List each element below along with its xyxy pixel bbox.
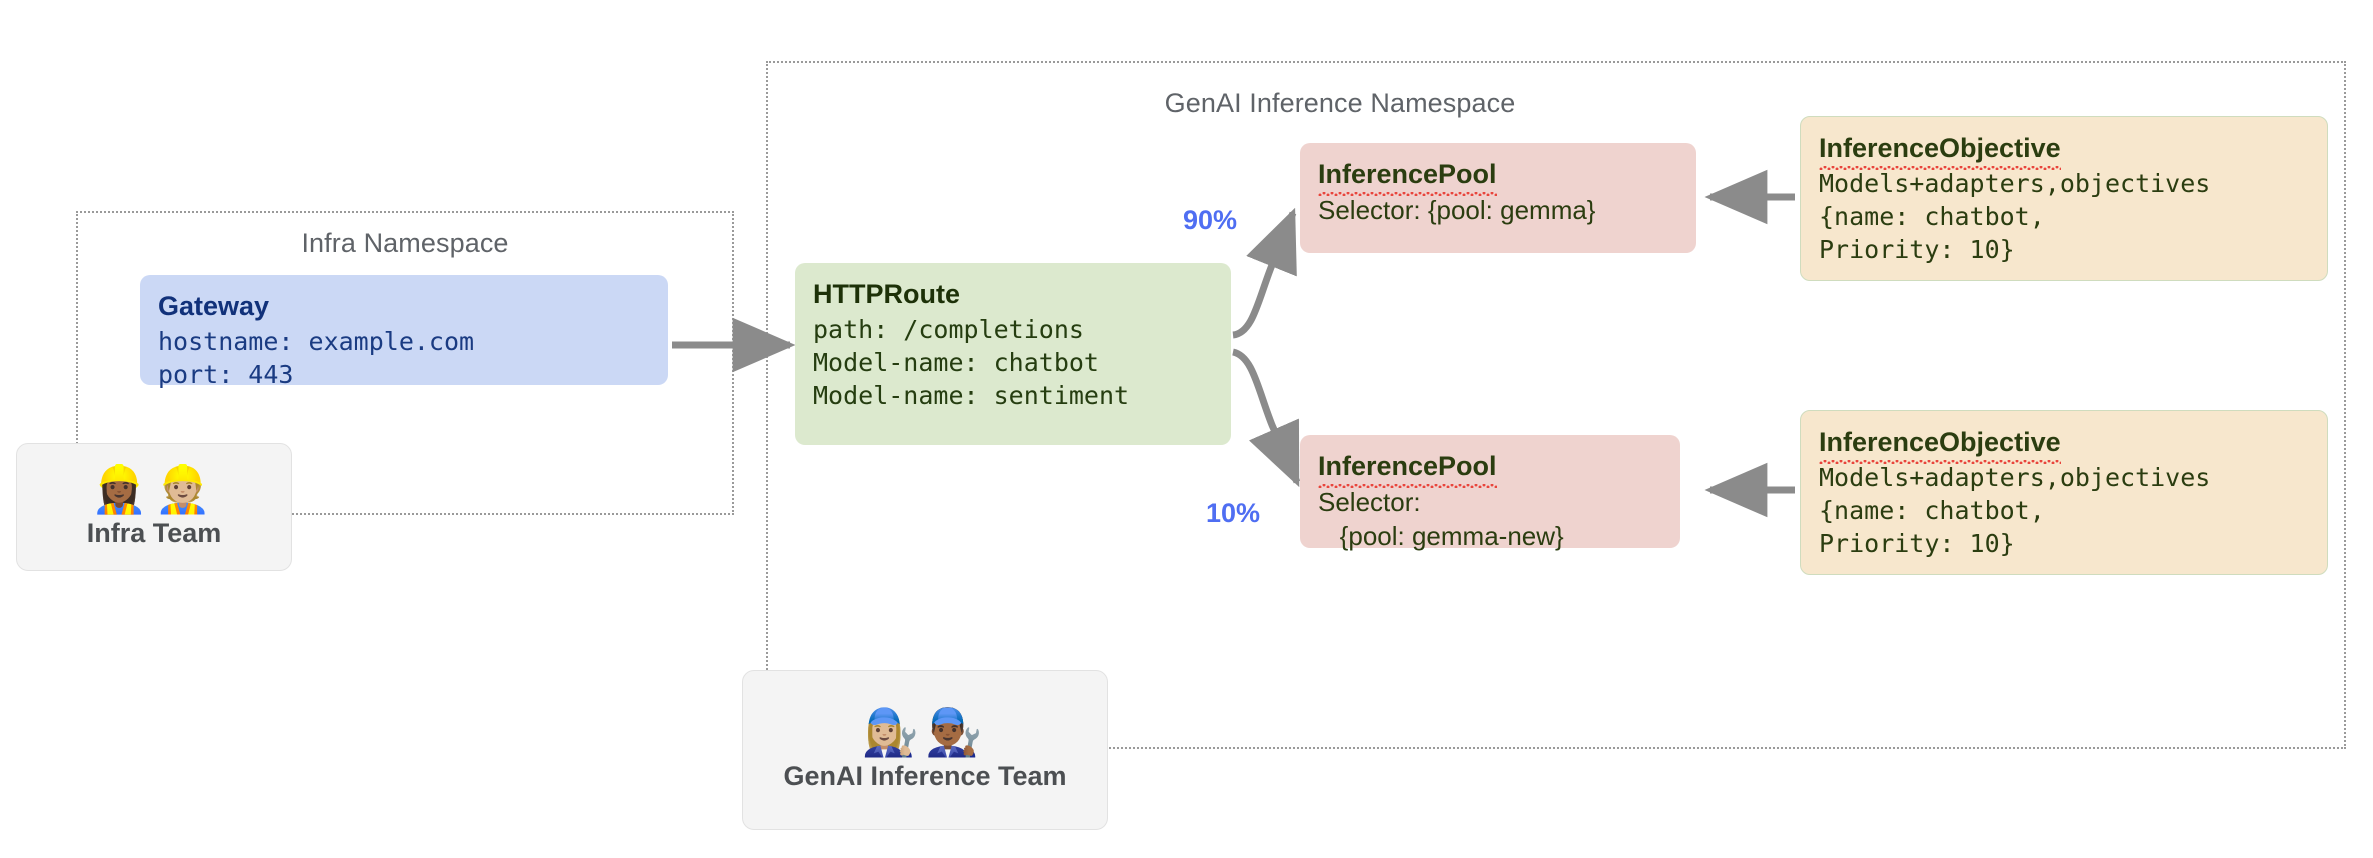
edge-label-90-percent: 90%	[1183, 205, 1238, 235]
node-inferenceobjective-top-line-2: {name: chatbot,	[1819, 202, 2045, 232]
node-inferencepool-gemma-new-line-2: {pool: gemma-new}	[1318, 521, 1564, 552]
node-inferencepool-gemma-new-title: InferencePool	[1318, 449, 1497, 488]
infra-team-label: Infra Team	[86, 517, 222, 548]
node-inferencepool-gemma[interactable]: InferencePool Selector: {pool: gemma}	[1300, 143, 1696, 253]
node-gateway-line-1: hostname: example.com	[158, 326, 475, 356]
node-gateway[interactable]: Gateway hostname: example.com port: 443	[140, 275, 668, 389]
node-httproute[interactable]: HTTPRoute path: /completions Model-name:…	[795, 263, 1231, 445]
node-inferencepool-gemma-new[interactable]: InferencePool Selector: {pool: gemma-new…	[1300, 435, 1680, 551]
node-inferenceobjective-bottom-line-1: Models+adapters,objectives	[1819, 462, 2211, 492]
node-gateway-title: Gateway	[158, 291, 270, 321]
node-inferencepool-gemma-title: InferencePool	[1318, 157, 1497, 196]
namespace-infra-label: Infra Namespace	[301, 228, 509, 258]
node-inferenceobjective-bottom[interactable]: InferenceObjective Models+adapters,objec…	[1800, 410, 2328, 575]
node-httproute-title: HTTPRoute	[813, 279, 960, 309]
node-inferenceobjective-bottom-line-3: Priority: 10}	[1819, 529, 2015, 559]
node-inferenceobjective-top-line-3: Priority: 10}	[1819, 235, 2015, 265]
team-badge-infra[interactable]: 👷🏾‍♀️👷🏼 Infra Team	[16, 443, 292, 571]
namespace-genai	[766, 61, 2346, 749]
namespace-genai-label: GenAI Inference Namespace	[1164, 88, 1516, 118]
node-httproute-line-3: Model-name: sentiment	[813, 381, 1130, 411]
node-httproute-line-1: path: /completions	[813, 314, 1084, 344]
team-badge-genai[interactable]: 👩🏼‍🔧👨🏾‍🔧 GenAI Inference Team	[742, 670, 1108, 830]
node-httproute-line-2: Model-name: chatbot	[813, 348, 1099, 378]
node-inferencepool-gemma-line-1: Selector: {pool: gemma}	[1318, 194, 1596, 225]
node-inferenceobjective-bottom-line-2: {name: chatbot,	[1819, 496, 2045, 526]
node-inferenceobjective-bottom-title: InferenceObjective	[1819, 425, 2061, 464]
node-inferenceobjective-top-line-1: Models+adapters,objectives	[1819, 168, 2211, 198]
infra-team-emoji: 👷🏾‍♀️👷🏼	[90, 462, 218, 515]
node-inferenceobjective-top[interactable]: InferenceObjective Models+adapters,objec…	[1800, 116, 2328, 281]
node-inferencepool-gemma-new-line-1: Selector:	[1318, 486, 1421, 517]
genai-team-emoji: 👩🏼‍🔧👨🏾‍🔧	[861, 705, 989, 758]
node-inferenceobjective-top-title: InferenceObjective	[1819, 131, 2061, 170]
node-gateway-line-2: port: 443	[158, 360, 294, 390]
genai-team-label: GenAI Inference Team	[783, 760, 1067, 791]
edge-label-10-percent: 10%	[1206, 498, 1261, 528]
